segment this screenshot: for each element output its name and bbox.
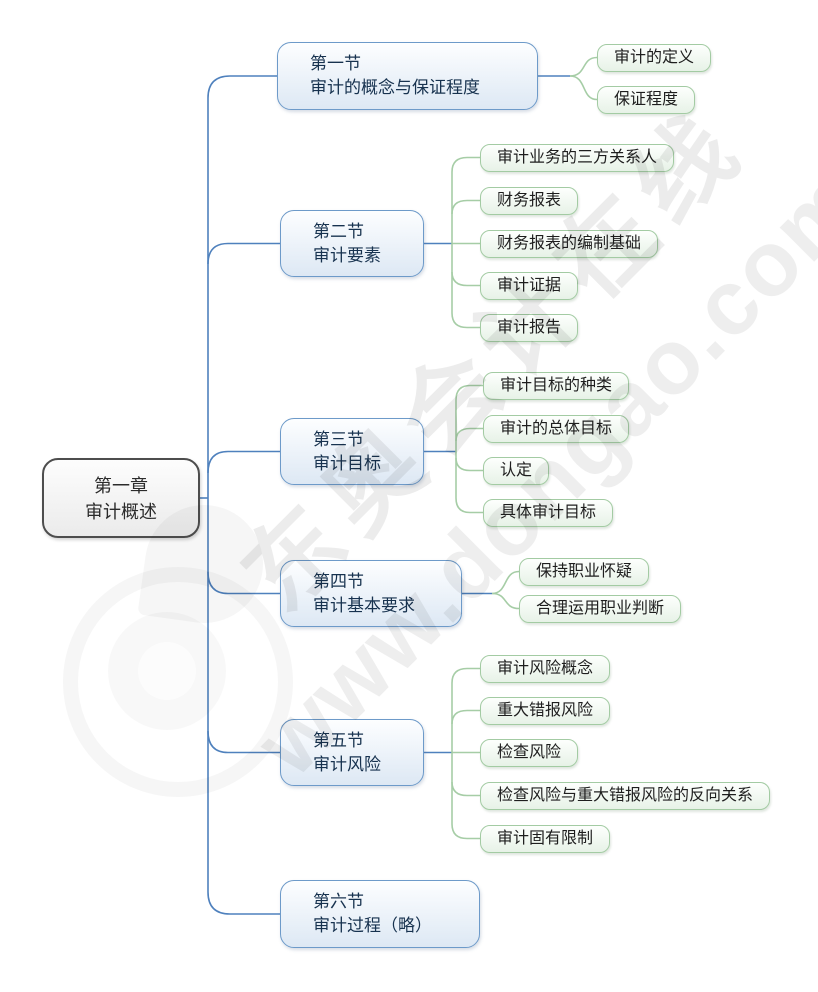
subtopic-2-3[interactable]: 财务报表的编制基础 bbox=[480, 230, 659, 258]
subtopic-5-4[interactable]: 检查风险与重大错报风险的反向关系 bbox=[480, 782, 771, 810]
section-4-line2: 审计基本要求 bbox=[313, 596, 415, 615]
section-4-line1: 第四节 bbox=[313, 572, 364, 591]
root-line1: 第一章 bbox=[94, 476, 148, 496]
section-node-3[interactable]: 第三节 审计目标 bbox=[280, 418, 424, 485]
subtopic-2-2[interactable]: 财务报表 bbox=[480, 187, 579, 215]
subtopic-5-3[interactable]: 检查风险 bbox=[480, 739, 579, 767]
subtopic-4-2[interactable]: 合理运用职业判断 bbox=[519, 595, 682, 623]
subtopic-5-1[interactable]: 审计风险概念 bbox=[480, 655, 611, 683]
section-node-2[interactable]: 第二节 审计要素 bbox=[280, 210, 424, 277]
section-node-6[interactable]: 第六节 审计过程（略） bbox=[280, 880, 480, 948]
subtopic-2-4[interactable]: 审计证据 bbox=[480, 272, 579, 300]
section-3-line2: 审计目标 bbox=[313, 454, 381, 473]
subtopic-3-4[interactable]: 具体审计目标 bbox=[483, 499, 614, 527]
section-1-line1: 第一节 bbox=[310, 54, 361, 73]
root-line2: 审计概述 bbox=[85, 502, 157, 522]
section-3-line1: 第三节 bbox=[313, 430, 364, 449]
section-node-4[interactable]: 第四节 审计基本要求 bbox=[280, 560, 462, 627]
section-6-line1: 第六节 bbox=[313, 892, 364, 911]
section-2-line2: 审计要素 bbox=[313, 246, 381, 265]
subtopic-4-1[interactable]: 保持职业怀疑 bbox=[519, 558, 650, 586]
root-node-chapter-1[interactable]: 第一章 审计概述 bbox=[42, 458, 200, 538]
subtopic-3-3[interactable]: 认定 bbox=[483, 457, 550, 485]
subtopic-1-2[interactable]: 保证程度 bbox=[597, 86, 696, 114]
subtopic-3-2[interactable]: 审计的总体目标 bbox=[483, 415, 630, 443]
section-node-1[interactable]: 第一节 审计的概念与保证程度 bbox=[277, 42, 538, 110]
subtopic-2-1[interactable]: 审计业务的三方关系人 bbox=[480, 144, 675, 172]
section-6-line2: 审计过程（略） bbox=[313, 916, 432, 935]
subtopic-5-2[interactable]: 重大错报风险 bbox=[480, 697, 611, 725]
section-5-line2: 审计风险 bbox=[313, 755, 381, 774]
subtopic-1-1[interactable]: 审计的定义 bbox=[597, 44, 712, 72]
section-2-line1: 第二节 bbox=[313, 222, 364, 241]
subtopic-3-1[interactable]: 审计目标的种类 bbox=[483, 372, 630, 400]
subtopic-2-5[interactable]: 审计报告 bbox=[480, 314, 579, 342]
subtopic-5-5[interactable]: 审计固有限制 bbox=[480, 825, 611, 853]
section-5-line1: 第五节 bbox=[313, 731, 364, 750]
section-node-5[interactable]: 第五节 审计风险 bbox=[280, 719, 424, 786]
section-1-line2: 审计的概念与保证程度 bbox=[310, 78, 480, 97]
